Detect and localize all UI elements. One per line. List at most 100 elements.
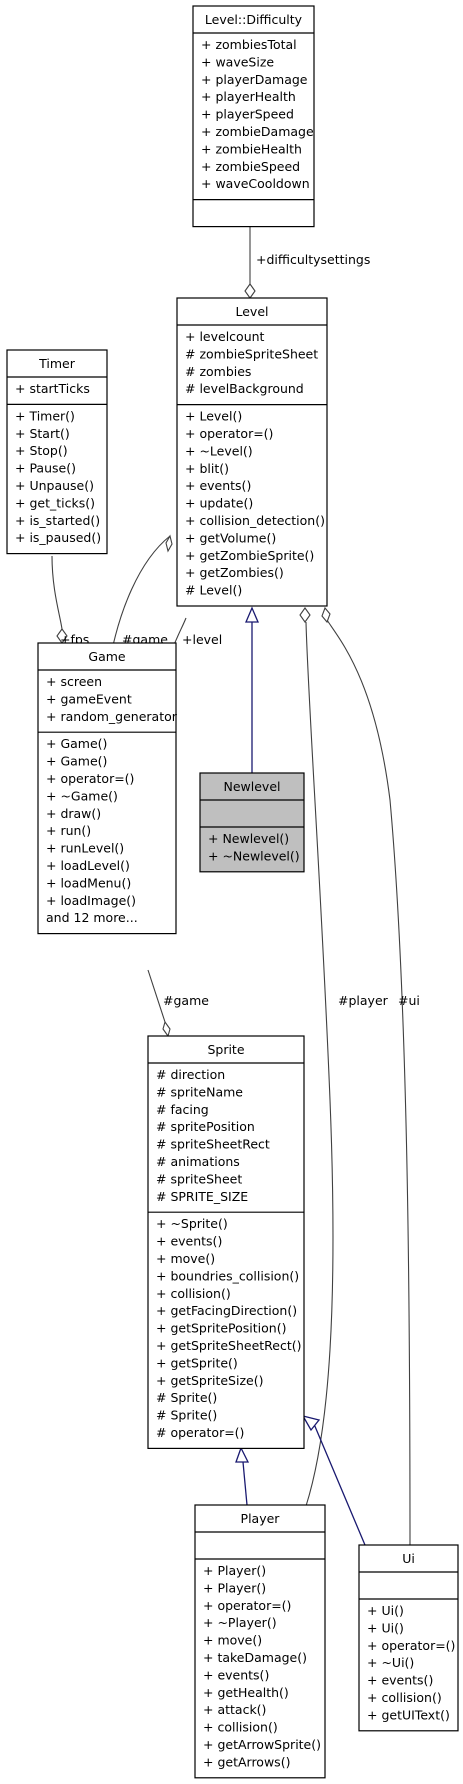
class-game-method: + Game() <box>46 754 107 769</box>
class-difficulty: Level::Difficulty+ zombiesTotal+ waveSiz… <box>192 5 315 228</box>
class-game-method: + ~Game() <box>46 788 118 803</box>
class-level-attribute: # zombies <box>185 364 251 379</box>
class-timer-method: + get_ticks() <box>15 495 95 510</box>
class-game-method: + loadMenu() <box>46 875 131 890</box>
class-player: Player + Player() + Player() + operator=() +… <box>194 1504 326 1779</box>
class-sprite-method: + collision() <box>156 1286 231 1301</box>
class-game-method: + runLevel() <box>46 841 124 856</box>
class-difficulty-attribute: + zombieDamage <box>201 124 314 139</box>
class-timer-frame <box>6 349 108 555</box>
class-timer-method: + Start() <box>15 426 70 441</box>
class-sprite-method: # Sprite() <box>156 1390 217 1405</box>
class-newlevel-method: + ~Newlevel() <box>208 848 300 863</box>
class-level-attribute: + levelcount <box>185 329 265 344</box>
class-level-method: + blit() <box>185 461 229 476</box>
class-ui-frame <box>358 1544 459 1732</box>
class-level-method: + events() <box>185 478 251 493</box>
edge-newlevel-inherits-level <box>245 606 259 773</box>
class-sprite-attribute: # direction <box>156 1067 225 1082</box>
class-level-attribute: # levelBackground <box>185 381 304 396</box>
class-newlevel-title: Newlevel <box>224 779 281 794</box>
class-sprite-attribute: # spriteSheet <box>156 1171 242 1186</box>
class-difficulty-title: Level::Difficulty <box>205 12 303 27</box>
edge-label-level: +level <box>182 632 222 647</box>
class-sprite-method: + getSpritePosition() <box>156 1321 286 1336</box>
edge-player-inherits-sprite <box>235 1446 250 1506</box>
class-game-method: + Game() <box>46 736 107 751</box>
edge-player: #player <box>299 607 389 1507</box>
class-game-frame <box>37 642 177 935</box>
class-difficulty-attribute: + playerHealth <box>201 89 296 104</box>
class-sprite-method: + getSprite() <box>156 1355 238 1370</box>
class-player-method: + operator=() <box>203 1598 291 1613</box>
class-player-frame <box>194 1504 326 1779</box>
edge-difficultysettings: +difficultysettings <box>244 226 370 299</box>
class-sprite-method: # operator=() <box>156 1425 244 1440</box>
class-ui-method: + operator=() <box>367 1638 455 1653</box>
class-level-attribute: # zombieSpriteSheet <box>185 346 318 361</box>
class-ui-method: + Ui() <box>367 1620 404 1635</box>
class-level-method: + operator=() <box>185 426 273 441</box>
class-newlevel-frame <box>199 772 305 873</box>
class-newlevel-method: + Newlevel() <box>208 831 289 846</box>
class-game-attribute: + screen <box>46 674 102 689</box>
class-level-frame <box>176 297 328 607</box>
edge-fps: +fps <box>51 555 89 647</box>
class-level: Level + levelcount # zombieSpriteSheet # zo… <box>176 297 328 607</box>
edge-label-game-sprite: #game <box>163 993 209 1008</box>
class-timer-attribute: + startTicks <box>15 381 90 396</box>
class-sprite-method: + events() <box>156 1234 222 1249</box>
class-player-method: + Player() <box>203 1563 266 1578</box>
class-level-method: # Level() <box>185 583 242 598</box>
class-ui-method: + getUIText() <box>367 1707 450 1722</box>
class-sprite-attribute: # SPRITE_SIZE <box>156 1189 248 1204</box>
class-timer-method: + is_started() <box>15 513 100 528</box>
edge-label-ui: #ui <box>398 993 420 1008</box>
class-sprite-method: # Sprite() <box>156 1408 217 1423</box>
class-game-attribute: + random_generator <box>46 709 178 724</box>
class-sprite-method: + boundries_collision() <box>156 1268 299 1283</box>
class-difficulty-frame <box>192 5 315 228</box>
class-game-title: Game <box>88 649 126 664</box>
edge-label-player: #player <box>338 993 389 1008</box>
class-player-method: + getArrows() <box>203 1754 290 1769</box>
class-timer-method: + Timer() <box>15 408 75 423</box>
class-game-method: + loadImage() <box>46 893 136 908</box>
edge-ui: #ui <box>321 606 420 1546</box>
class-level-method: + getVolume() <box>185 530 276 545</box>
class-difficulty-attribute: + zombieHealth <box>201 141 302 156</box>
class-player-method: + attack() <box>203 1702 266 1717</box>
class-sprite-method: + getSpriteSheetRect() <box>156 1338 302 1353</box>
class-difficulty-attribute: + waveCooldown <box>201 176 310 191</box>
class-timer-title: Timer <box>38 356 76 371</box>
class-game-method: + draw() <box>46 806 101 821</box>
class-difficulty-attribute: + playerDamage <box>201 72 308 87</box>
class-difficulty-attribute: + zombiesTotal <box>201 37 297 52</box>
class-level-title: Level <box>236 304 269 319</box>
class-sprite-attribute: # facing <box>156 1102 209 1117</box>
class-ui-method: + collision() <box>367 1690 442 1705</box>
class-game-method: and 12 more... <box>46 910 138 925</box>
class-game-method: + loadLevel() <box>46 858 130 873</box>
edge-label-difficultysettings: +difficultysettings <box>256 252 370 267</box>
class-level-method: + getZombieSprite() <box>185 548 314 563</box>
class-player-method: + getArrowSprite() <box>203 1737 321 1752</box>
class-player-title: Player <box>241 1511 281 1526</box>
edge-ui-inherits-sprite <box>301 1414 366 1546</box>
class-difficulty-attribute: + zombieSpeed <box>201 159 300 174</box>
class-sprite-attribute: # spritePosition <box>156 1119 255 1134</box>
class-timer-method: + Stop() <box>15 443 68 458</box>
class-player-method: + collision() <box>203 1720 278 1735</box>
class-player-method: + events() <box>203 1667 269 1682</box>
class-ui-method: + Ui() <box>367 1603 404 1618</box>
class-difficulty-attribute: + waveSize <box>201 54 274 69</box>
class-player-method: + Player() <box>203 1580 266 1595</box>
class-player-method: + takeDamage() <box>203 1650 307 1665</box>
class-ui-method: + ~Ui() <box>367 1655 414 1670</box>
class-sprite-attribute: # spriteName <box>156 1084 243 1099</box>
class-sprite-method: + getSpriteSize() <box>156 1373 263 1388</box>
class-player-method: + ~Player() <box>203 1615 277 1630</box>
class-game-attribute: + gameEvent <box>46 691 132 706</box>
class-sprite-title: Sprite <box>207 1042 244 1057</box>
